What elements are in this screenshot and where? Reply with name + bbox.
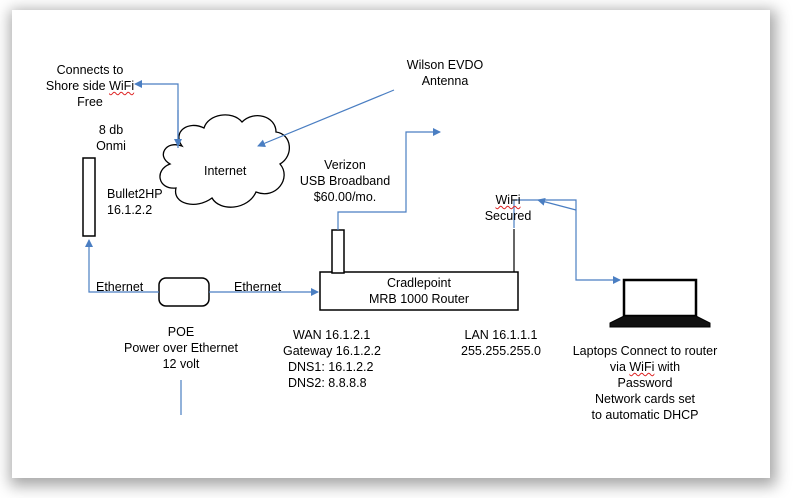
router-label: Cradlepoint MRB 1000 Router [368, 276, 470, 306]
laptop-icon [609, 278, 711, 328]
bullet2hp-device [82, 157, 96, 237]
internet-cloud-icon [159, 114, 290, 208]
wifi-to-laptop-arrow [513, 199, 621, 284]
wifi-secured-label: WiFi Secured [484, 193, 532, 223]
internet-to-shore-arrow [134, 80, 179, 148]
laptops-label: Laptops Connect to router via WiFi with … [572, 344, 718, 422]
wan-settings-label: WAN 16.1.2.1 Gateway 16.1.2.2 DNS1: 16.1… [283, 328, 381, 390]
internet-label: Internet [204, 164, 247, 178]
bullet2hp-label: Bullet2HP 16.1.2.2 [107, 187, 163, 217]
verizon-label: Verizon USB Broadband $60.00/mo. [299, 158, 391, 204]
ethernet-bullet-poe-arrow [85, 239, 159, 293]
usb-to-antenna-arrow [337, 128, 441, 230]
wilson-antenna-label: Wilson EVDO Antenna [406, 58, 484, 88]
laptop-to-wifi-arrow [537, 197, 577, 211]
antenna-to-internet-arrow [257, 89, 395, 148]
poe-box [158, 277, 210, 307]
ethernet-right-label: Ethernet [234, 280, 282, 294]
poe-label: POE Power over Ethernet 12 volt [124, 325, 238, 371]
diagram-frame [12, 10, 770, 478]
lan-settings-label: LAN 16.1.1.1 255.255.255.0 [461, 328, 541, 358]
router-usb-antenna [331, 229, 345, 274]
bullet-antenna-gain-label: 8 db Onmi [96, 123, 126, 153]
router-box [319, 271, 519, 311]
ethernet-left-label: Ethernet [96, 280, 144, 294]
shore-wifi-label: Connects to Shore side WiFi Free [45, 63, 135, 109]
